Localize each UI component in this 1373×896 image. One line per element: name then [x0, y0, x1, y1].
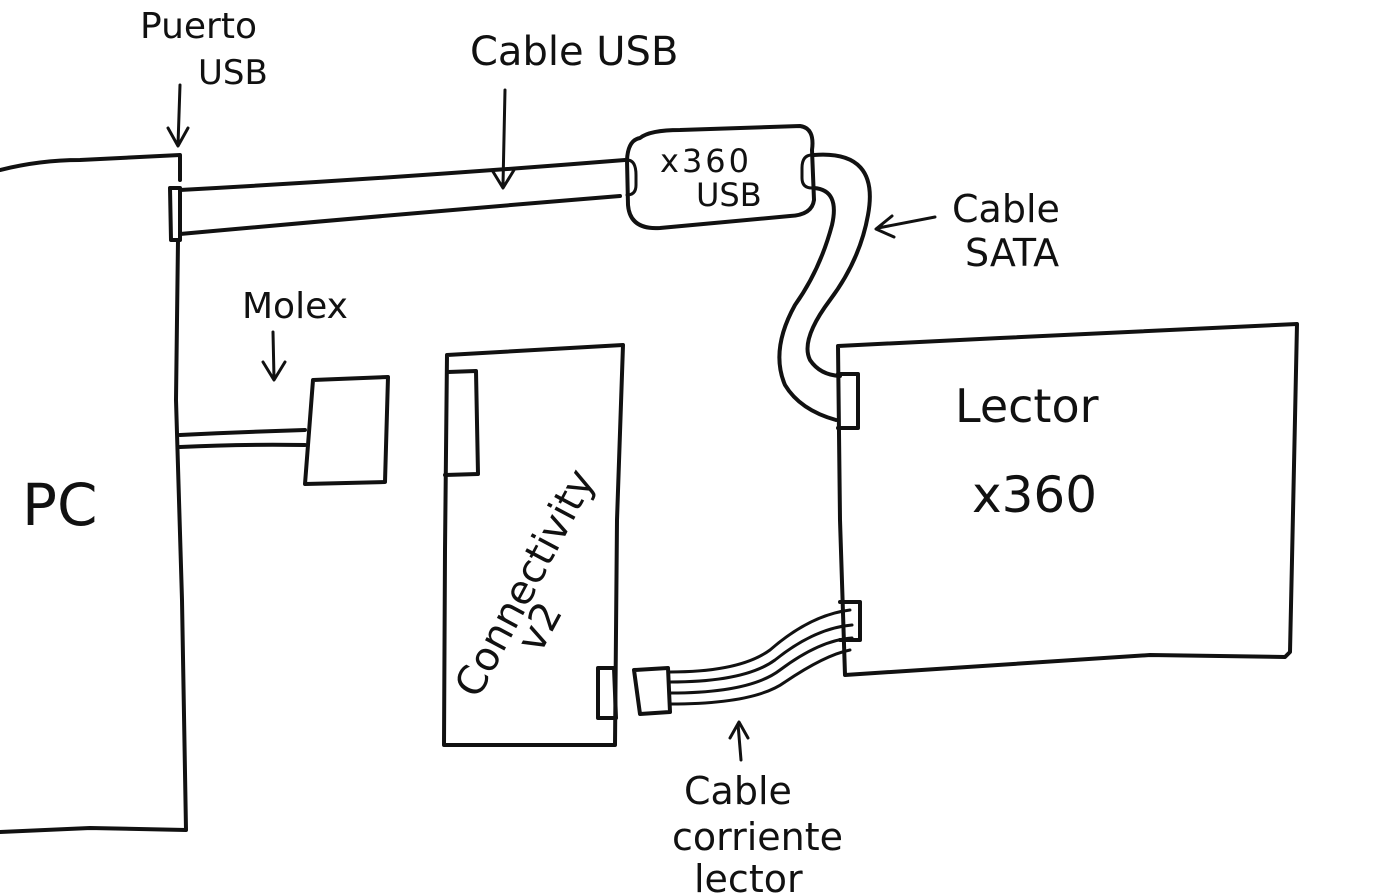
lector-label-line2: x360: [972, 466, 1097, 524]
x360-usb-right-port: [800, 153, 814, 190]
x360-usb-left-port: [625, 158, 638, 197]
cable-sata-label-line1: Cable: [952, 187, 1060, 231]
cable-usb-arrow-icon: [490, 88, 516, 190]
molex-box: [303, 375, 390, 486]
cable-corriente-line1: Cable: [684, 769, 792, 813]
cable-corriente-annotation: Cable corriente lector: [672, 720, 843, 896]
cable-sata-label-line2: SATA: [965, 231, 1059, 275]
molex-wire-top: [178, 428, 307, 437]
pc-outline: [0, 153, 188, 834]
cable-usb-label: Cable USB: [470, 29, 678, 75]
connectivity-board: Connectivity v2: [442, 343, 625, 747]
x360-usb-label-line2: USB: [696, 176, 762, 214]
x360-usb-adapter: x360 USB: [625, 124, 816, 231]
lector-outline: [836, 322, 1299, 677]
usb-cable: [178, 158, 627, 236]
sata-cable-inner: [777, 186, 838, 422]
pc-label: PC: [22, 471, 97, 539]
sata-cable-outer: [805, 152, 872, 378]
usb-cable-bottom: [178, 194, 622, 236]
power-wire-4: [668, 648, 852, 706]
cable-sata-arrow-icon: [874, 214, 937, 239]
cable-corriente-line2: corriente: [672, 815, 843, 859]
molex-wire-bottom: [178, 442, 307, 449]
cable-usb-annotation: Cable USB: [470, 29, 678, 190]
lector-label-line1: Lector: [955, 379, 1099, 433]
molex-label: Molex: [242, 286, 348, 327]
lector-sata-port: [836, 372, 860, 430]
x360-usb-label-line1: x360: [660, 142, 752, 180]
puerto-label: Puerto: [140, 6, 257, 47]
power-wire-1: [668, 608, 852, 674]
power-wire-2: [668, 623, 854, 684]
cable-corriente-line3: lector: [694, 857, 803, 896]
molex-arrow-icon: [261, 330, 287, 382]
connectivity-top-port: [443, 369, 480, 477]
power-cable-plug: [632, 666, 672, 716]
puerto-usb-annotation: Puerto USB: [140, 6, 268, 148]
cable-sata-annotation: Cable SATA: [874, 187, 1060, 275]
molex-connector: Molex: [178, 286, 390, 486]
pc-box: PC: [0, 153, 188, 834]
connectivity-power-port: [596, 666, 618, 720]
lector-power-port: [838, 600, 862, 642]
power-cable: [632, 608, 854, 716]
usb-port: [168, 186, 182, 242]
lector-x360-box: Lector x360: [836, 322, 1299, 677]
connectivity-label-line1: Connectivity: [446, 462, 604, 705]
cable-corriente-arrow-icon: [728, 720, 750, 762]
puerto-usb-arrow-icon: [166, 83, 190, 148]
connectivity-outline: [442, 343, 625, 747]
usb-cable-top: [178, 158, 627, 192]
puerto-usb-label: USB: [198, 53, 268, 93]
sata-cable: [777, 152, 872, 422]
power-wire-3: [668, 636, 854, 695]
